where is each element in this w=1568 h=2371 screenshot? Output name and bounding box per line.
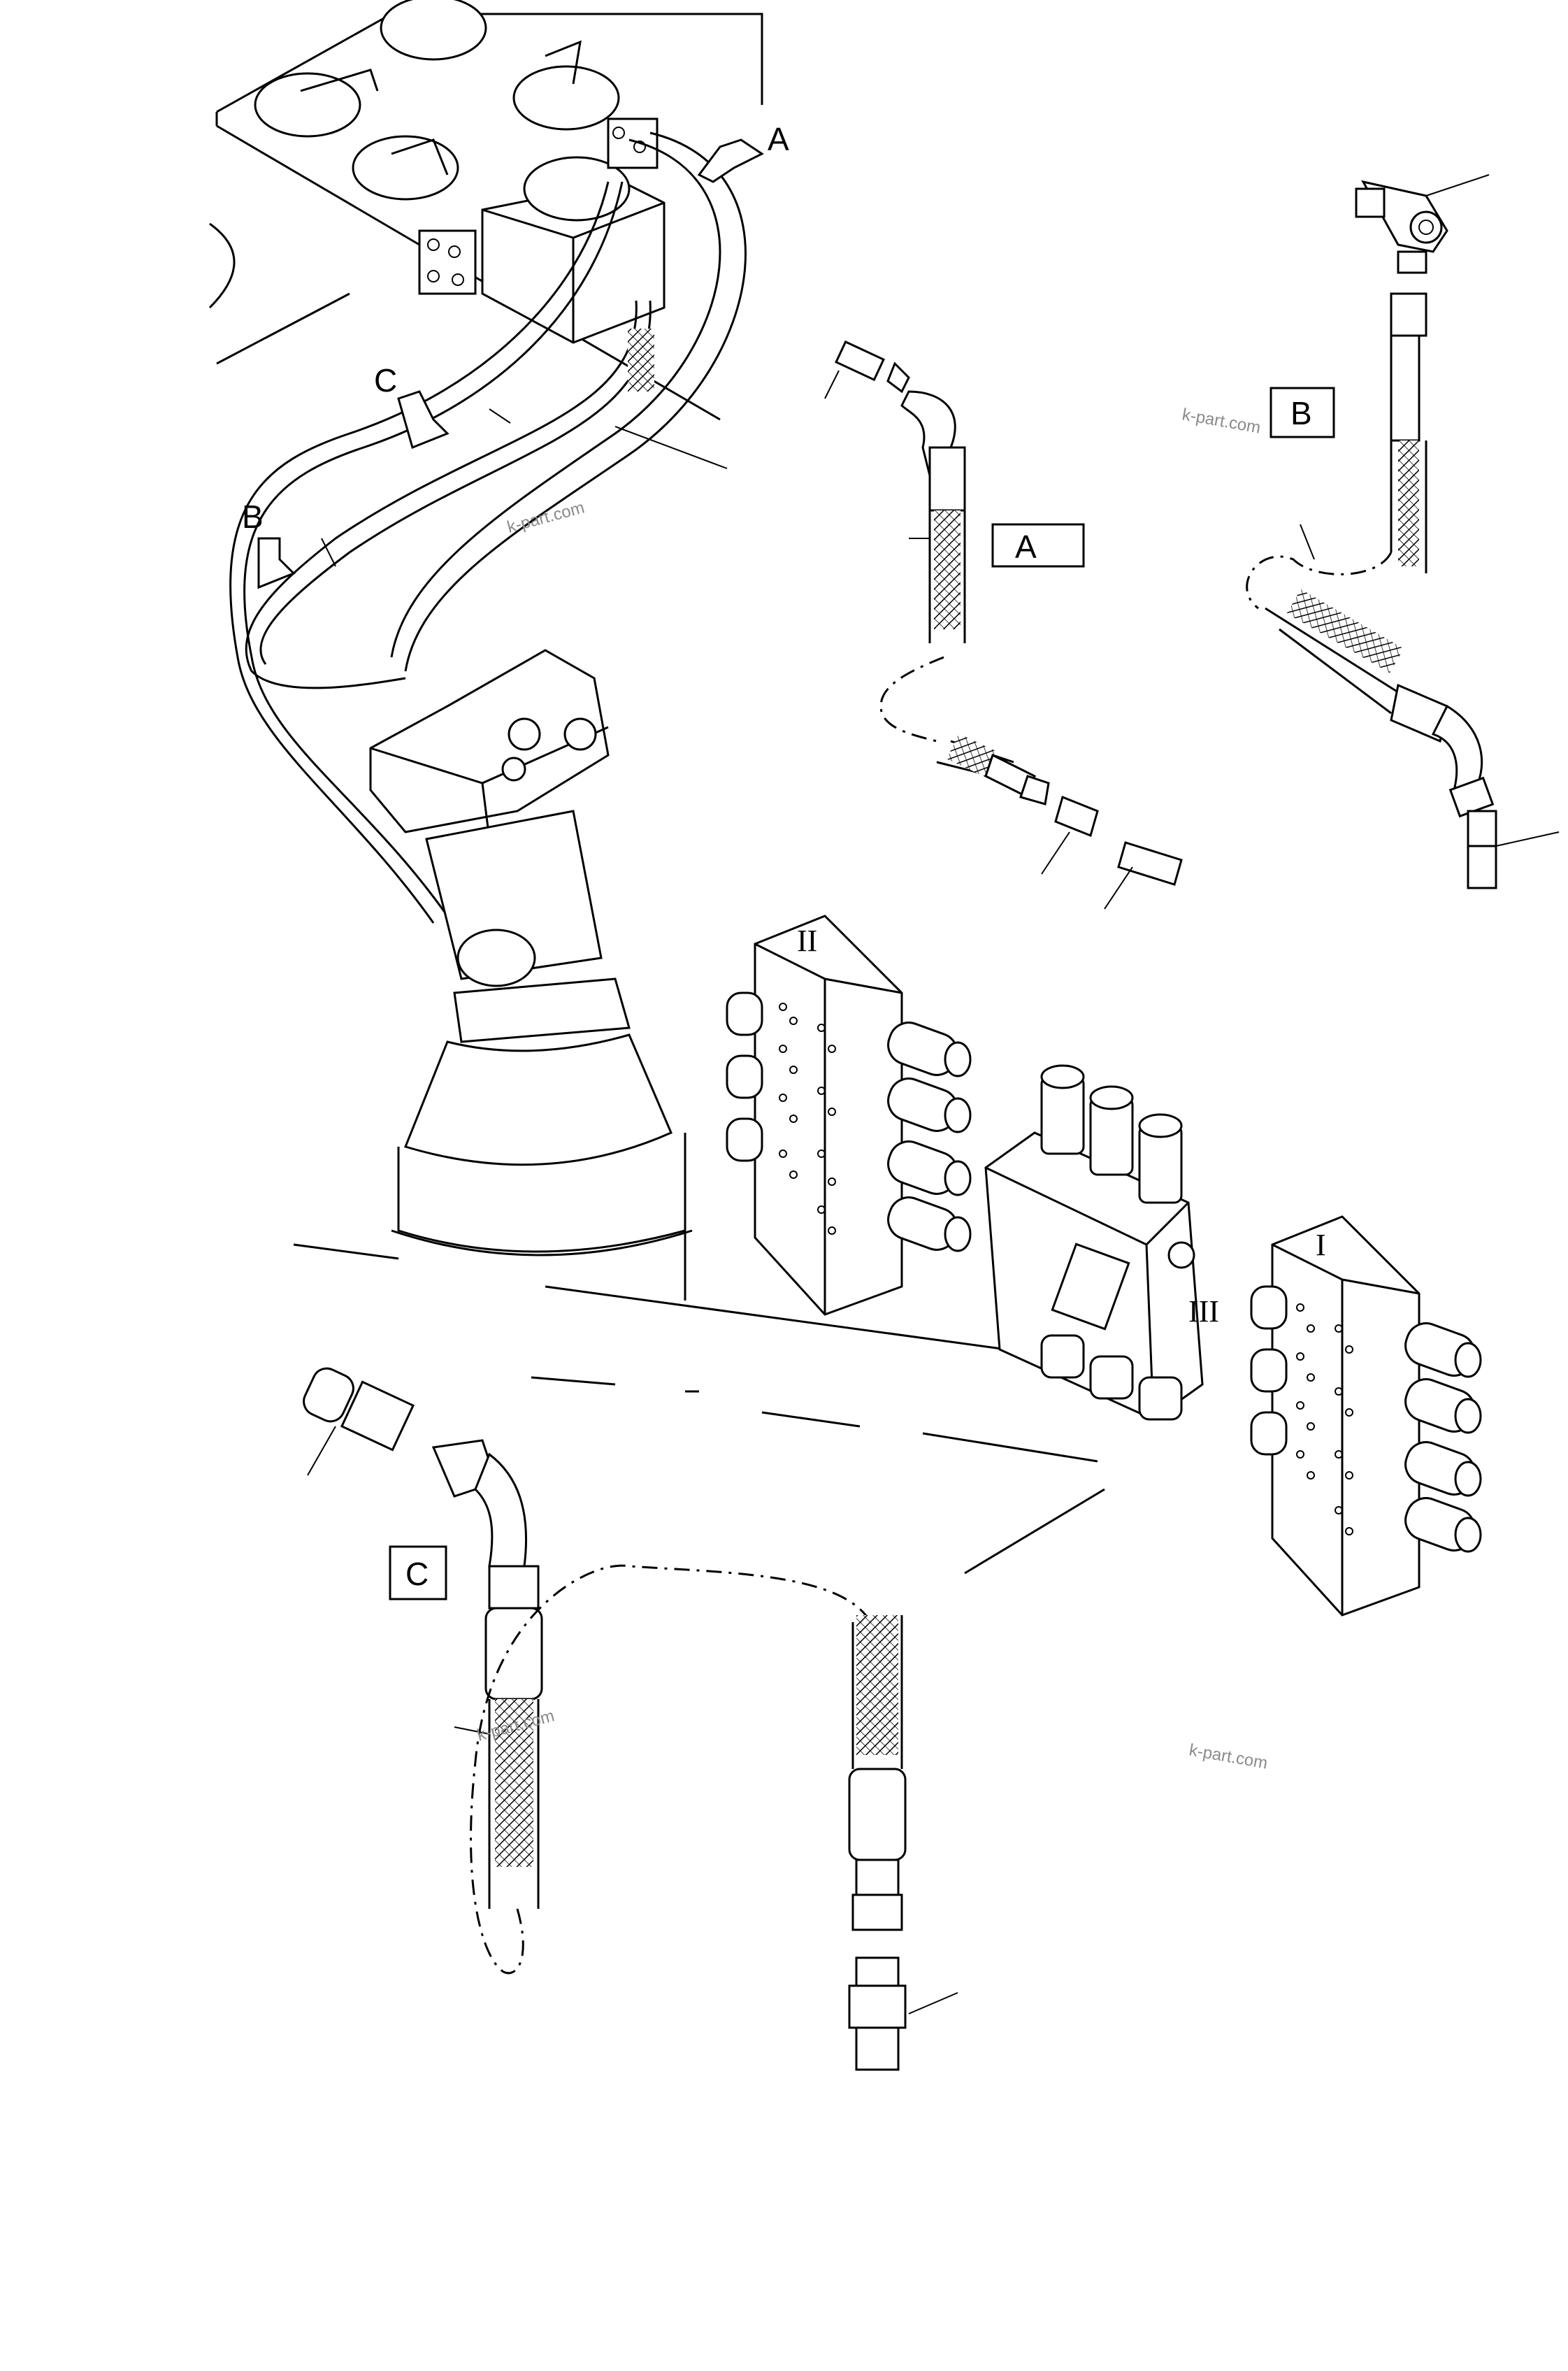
hose-b [229, 181, 624, 924]
valve-section-ii: II [797, 924, 817, 958]
detail-b: B [1246, 174, 1560, 889]
detail-box-a [991, 523, 1085, 568]
control-valve-i: I [1250, 1215, 1482, 1617]
detail-label-b: B [1290, 395, 1312, 431]
valve-i-ports [1250, 1285, 1482, 1553]
valve-ii-holes [779, 1003, 836, 1235]
callout-arrow-c [397, 390, 449, 450]
valve-section-iii: III [1188, 1294, 1219, 1328]
watermark-1: k-part.com [505, 498, 587, 536]
callout-b: B [242, 499, 264, 535]
pilot-caps [254, 0, 620, 201]
swing-motor [369, 649, 693, 1256]
hose-a [390, 131, 747, 672]
detail-c: C [303, 1367, 1105, 2071]
callout-arrow-a [697, 138, 764, 183]
detail-c-adapter [303, 1367, 498, 1498]
valve-ii-ports [726, 991, 972, 1252]
watermark-4: k-part.com [1188, 1740, 1269, 1772]
detail-box-b [1269, 387, 1335, 438]
valve-i-holes [1296, 1303, 1353, 1535]
callout-c: C [374, 362, 397, 399]
valve-block [418, 117, 666, 344]
control-valve-ii: II [726, 915, 972, 1316]
detail-a-fitting [835, 340, 910, 394]
detail-label-c: C [405, 1556, 429, 1592]
callout-a: A [768, 121, 789, 157]
detail-label-a: A [1015, 529, 1037, 565]
watermark-2: k-part.com [1181, 405, 1262, 437]
detail-box-c [389, 1545, 447, 1600]
main-assembly: A B C [208, 0, 1007, 1351]
valve-iii-spools [1040, 1064, 1183, 1421]
detail-a: A [824, 340, 1183, 910]
control-valve-iii: III [984, 1064, 1219, 1421]
valve-section-i: I [1316, 1228, 1326, 1262]
callout-arrow-b [257, 537, 296, 589]
hose-c [245, 300, 654, 689]
